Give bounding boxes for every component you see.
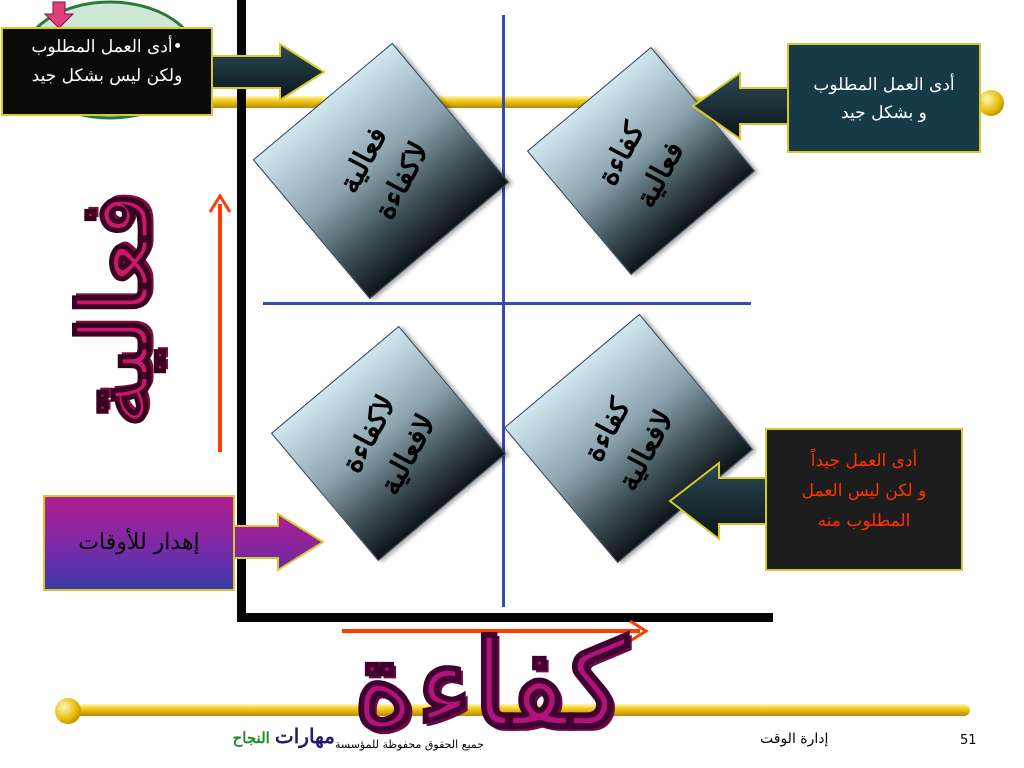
info-box-bottom-left-text: إهدار للأوقات: [78, 530, 200, 555]
grid-vertical-line: [502, 15, 505, 607]
info-box-top-left-line1: •أدى العمل المطلوب: [31, 37, 183, 57]
y-axis-label: فعالية: [57, 191, 174, 429]
info-box-top-right-line1: أدى العمل المطلوب: [813, 75, 955, 95]
top-gold-bar-cap: [978, 90, 1004, 116]
info-box-bottom-left: إهدار للأوقات: [43, 495, 235, 591]
info-box-bottom-right-line3: المطلوب منه: [817, 511, 911, 531]
footer-logo: مهارات النجاح: [205, 724, 335, 758]
x-axis-arrow-icon: [342, 619, 649, 643]
info-box-top-left-line2: ولكن ليس بشكل جيد: [31, 66, 183, 86]
arrow-left-top-icon: [691, 71, 793, 141]
info-box-top-right: أدى العمل المطلوب و بشكل جيد: [787, 43, 981, 153]
info-box-top-left: •أدى العمل المطلوب ولكن ليس بشكل جيد: [1, 27, 213, 116]
footer-logo-accent: النجاح: [232, 729, 270, 747]
info-box-top-right-line2: و بشكل جيد: [841, 103, 927, 123]
grid-horizontal-line: [263, 302, 751, 305]
arrow-right-top-icon: [200, 42, 326, 102]
y-axis-arrow-icon: [208, 193, 232, 452]
bottom-gold-bar-cap: [55, 698, 81, 724]
info-box-bottom-right-line2: و لكن ليس العمل: [801, 481, 927, 501]
copyright-text: جميع الحقوق محفوظة للمؤسسة: [335, 738, 484, 751]
y-axis: [237, 0, 246, 622]
arrow-left-bottom-icon: [668, 460, 770, 542]
bottom-gold-bar: [62, 704, 970, 716]
page-number: 51: [960, 733, 977, 748]
info-box-bottom-right: أدى العمل جيداً و لكن ليس العمل المطلوب …: [765, 428, 963, 571]
footer-logo-main: مهارات: [274, 724, 335, 748]
x-axis-label: كفاءة: [352, 614, 628, 756]
info-box-bottom-right-line1: أدى العمل جيداً: [810, 451, 918, 471]
x-axis: [237, 613, 773, 622]
arrow-right-bottom-icon: [228, 512, 325, 572]
section-title: إدارة الوقت: [760, 731, 829, 747]
